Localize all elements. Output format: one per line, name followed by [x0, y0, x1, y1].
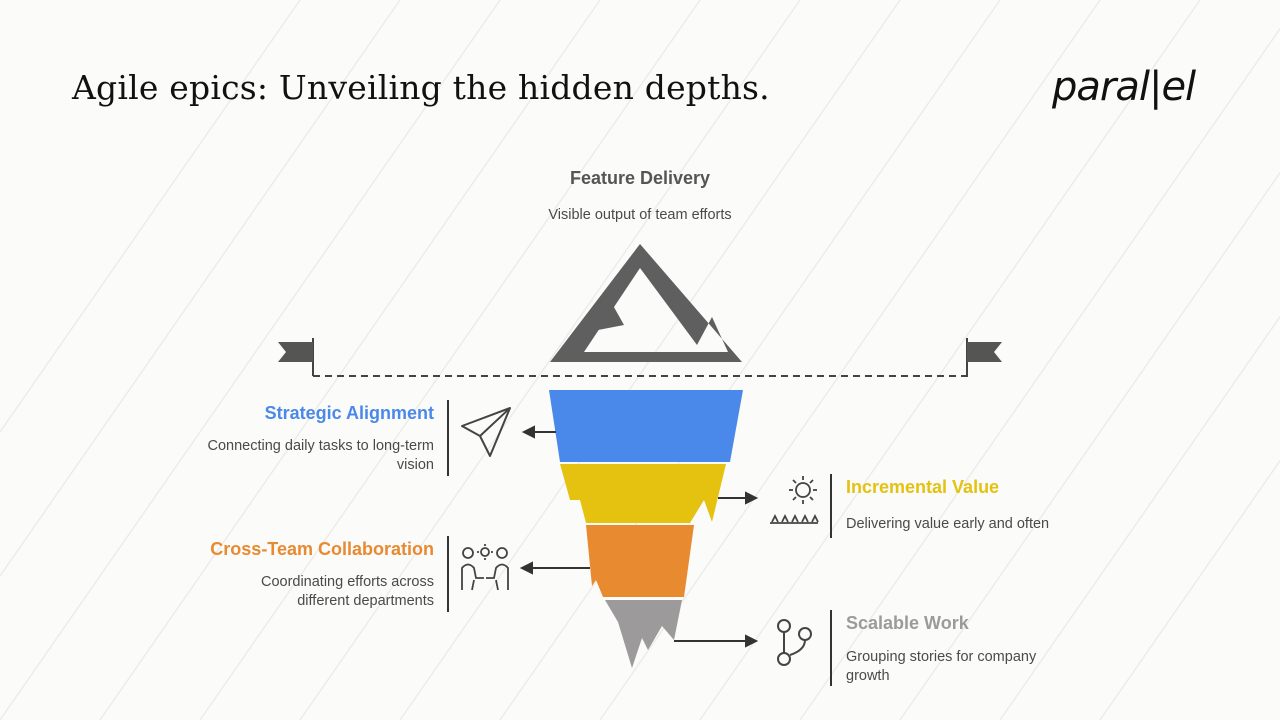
page-title: Agile epics: Unveiling the hidden depths… [72, 68, 770, 107]
paper-plane-icon [461, 407, 511, 457]
arrow-scalable-work [674, 634, 759, 648]
incremental-value-description: Delivering value early and often [846, 516, 1050, 532]
cross-team-collaboration-description: Coordinating efforts across different de… [260, 574, 434, 609]
layer-incremental-value [560, 464, 726, 523]
left-flag-icon [278, 338, 314, 376]
scalable-work-description: Grouping stories for company growth [846, 649, 1037, 684]
cross-team-collaboration-heading: Cross-Team Collaboration [210, 539, 434, 559]
cross-team-collaboration-divider [447, 536, 449, 612]
iceberg-tip-icon [550, 244, 742, 362]
arrow-incremental-value [718, 491, 759, 505]
incremental-value-heading: Incremental Value [846, 477, 1000, 497]
branch-icon [777, 619, 812, 666]
strategic-alignment-heading: Strategic Alignment [264, 403, 434, 423]
feature-delivery-description: Visible output of team efforts [548, 207, 732, 223]
brand-logo: paral|el [1052, 64, 1196, 110]
sun-grass-icon [770, 476, 819, 524]
scalable-work-heading: Scalable Work [846, 613, 969, 633]
team-collaboration-icon [461, 544, 509, 591]
feature-delivery-heading: Feature Delivery [569, 168, 711, 188]
layer-strategic-alignment [549, 390, 743, 462]
scalable-work-divider [830, 610, 832, 686]
layer-scalable-work [605, 600, 682, 668]
incremental-value-divider [830, 474, 832, 538]
arrow-cross-team-collaboration [519, 561, 590, 575]
strategic-alignment-divider [447, 400, 449, 476]
arrow-strategic-alignment [521, 425, 556, 439]
right-flag-icon [966, 338, 1002, 376]
layer-cross-team-collaboration [586, 525, 694, 597]
iceberg-tip-notch [598, 300, 624, 330]
strategic-alignment-description: Connecting daily tasks to long-term visi… [207, 438, 434, 473]
